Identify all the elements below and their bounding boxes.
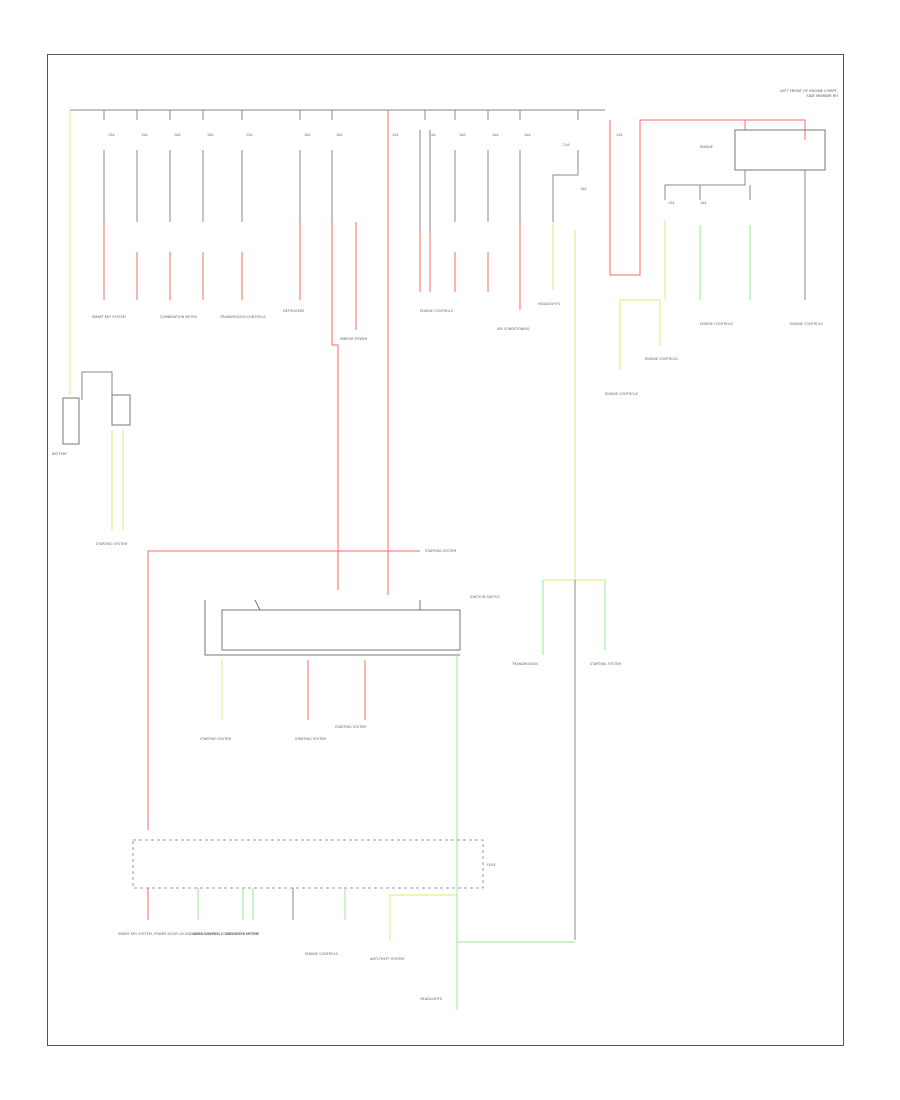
top-system-label: AIR CONDITIONING <box>497 327 530 331</box>
relay-label-line: ENGINE <box>700 145 713 149</box>
fuse-panel-label: FUSE <box>487 863 496 867</box>
fuse-label: 10A <box>174 133 181 137</box>
top-system-label: DEFOGGERS <box>283 309 304 313</box>
bottom-system-label: HEADLIGHTS <box>420 997 442 1001</box>
fuse-label: 15A <box>429 133 436 137</box>
fuse-label: 15A <box>108 133 115 137</box>
relay-box <box>734 129 826 171</box>
wire <box>81 371 113 400</box>
wire <box>664 170 746 200</box>
bottom-system-label: ANTI-THEFT SYSTEM <box>225 932 259 936</box>
bottom-system-label: ANTI-THEFT SYSTEM <box>370 957 404 961</box>
wire-yellow <box>619 299 660 370</box>
ignition-output-label: STARTING SYSTEM <box>295 737 326 741</box>
right-system-label: ENGINE CONTROLS <box>605 392 638 396</box>
wire-red <box>331 300 339 590</box>
wire-red <box>147 550 420 830</box>
fuse-label: 10A <box>580 187 587 191</box>
bottom-system-label: ENGINE CONTROLS <box>305 952 338 956</box>
right-system-label: ENGINE CONTROLS <box>790 322 823 326</box>
middle-system-label: STARTING SYSTEM <box>590 662 621 666</box>
ignition-output-label: STARTING SYSTEM <box>335 725 366 729</box>
fuse-label: 15A <box>141 133 148 137</box>
wire-red <box>609 119 746 276</box>
left-system-label: STARTING SYSTEM <box>96 542 127 546</box>
fuse-label: 10A <box>700 201 707 205</box>
wire <box>204 600 460 656</box>
diagram-frame <box>47 54 844 1046</box>
fuse-label: 10A <box>524 133 531 137</box>
connector-stubs <box>103 222 554 330</box>
fuse-label: 15A <box>246 133 253 137</box>
center-system-label: STARTING SYSTEM <box>425 549 456 553</box>
fuse-label: 15A <box>392 133 399 137</box>
top-system-label: MIRROR POWER <box>340 337 368 341</box>
fuse-label: 10A <box>492 133 499 137</box>
right-system-label: ENGINE CONTROLS <box>700 322 733 326</box>
top-system-label: TRANSMISSION CONTROLS <box>219 315 266 319</box>
wire <box>552 150 579 222</box>
fuse-label: 10A <box>459 133 466 137</box>
relay-label: ENGINE <box>700 145 713 149</box>
top-system-label: SMART KEY SYSTEM <box>92 315 126 319</box>
fuse-panel <box>132 839 484 889</box>
fuse-row <box>103 110 579 120</box>
fuse-label: 10A <box>304 133 311 137</box>
battery-icon <box>62 397 80 445</box>
ignition-switch <box>221 609 461 651</box>
fuse-label: 10A <box>336 133 343 137</box>
fuse-label: 7.5A <box>562 143 570 147</box>
fuse-label: 15A <box>616 133 623 137</box>
bottom-system-label: ENGINE CONTROLS <box>190 932 223 936</box>
top-system-label: ENGINE CONTROLS <box>420 309 453 313</box>
fusible-link <box>111 394 131 426</box>
header-line-1: LEFT FRONT OF ENGINE COMPT, <box>780 89 838 93</box>
fuse-label: 15A <box>668 201 675 205</box>
ignition-switch-label: IGNITION SWITCH <box>470 595 500 599</box>
bottom-system-label: SMART KEY SYSTEM, POWER DOOR LOCKS, WIPE… <box>118 932 259 936</box>
top-system-label: HEADLIGHTS <box>538 302 560 306</box>
battery-label: BATTERY <box>52 452 68 456</box>
top-system-label: COMBINATION METER <box>160 315 198 319</box>
fuse-drops <box>103 130 579 232</box>
middle-system-label: TRANSMISSION <box>511 662 538 666</box>
fuse-label: 10A <box>207 133 214 137</box>
top-fuse-labels: 15A 15A 10A 10A 15A 10A 10A 15A 15A 10A … <box>108 133 707 205</box>
ignition-switch-body <box>254 599 421 611</box>
wire-yellow <box>389 894 457 940</box>
ignition-output-label: STARTING SYSTEM <box>200 737 231 741</box>
header-line-2: SIDE MEMBER RH <box>806 94 838 98</box>
wire-red <box>745 119 806 140</box>
right-system-label: ENGINE CONTROLS <box>645 357 678 361</box>
